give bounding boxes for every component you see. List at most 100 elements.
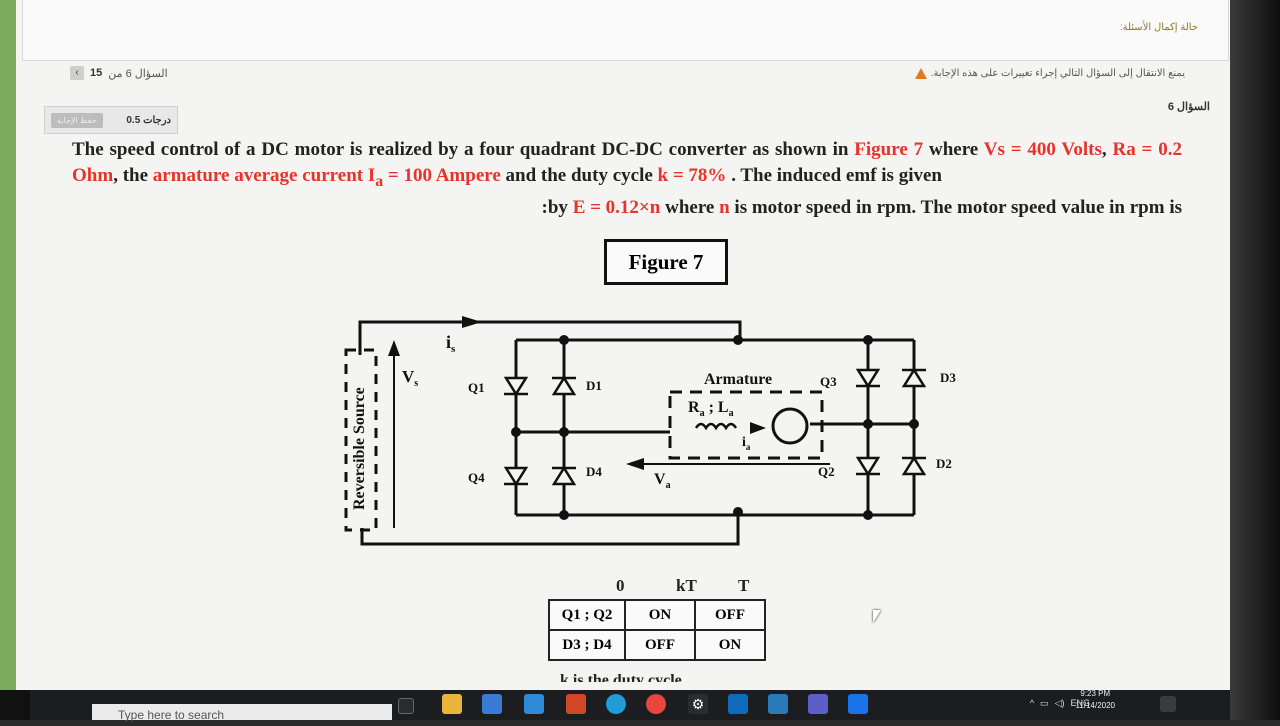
q3-switch-icon <box>855 368 881 389</box>
reversible-source-label: Reversible Source <box>351 387 368 510</box>
state-cell: ON <box>694 629 766 661</box>
file-explorer-icon[interactable] <box>442 694 462 714</box>
outlook-icon[interactable] <box>728 694 748 714</box>
monitor-bezel-right <box>1230 0 1280 720</box>
q-ia-sub: a <box>375 172 384 190</box>
q-text-9: is motor speed in rpm. The motor speed v… <box>729 196 1182 218</box>
mouse-cursor-icon <box>873 610 881 623</box>
q-text-8: where <box>660 196 720 218</box>
teams-icon[interactable] <box>808 694 828 714</box>
network-icon[interactable]: ▭ <box>1040 698 1049 708</box>
warning-text: يمنع الانتقال إلى السؤال التالي إجراء تغ… <box>930 68 1185 79</box>
notification-icon[interactable] <box>1160 696 1176 712</box>
q-text-1: The speed control of a DC motor is reali… <box>72 139 855 160</box>
state-cell: OFF <box>694 599 766 631</box>
circuit-diagram: is Vs Reversible Source Q1 D1 Q4 D4 Q3 D… <box>344 316 956 546</box>
q4-switch-icon <box>503 466 529 487</box>
switching-state-table: Q1 ; Q2 ON OFF D3 ; D4 OFF ON <box>548 599 766 661</box>
left-frame <box>0 0 16 690</box>
row-label: Q1 ; Q2 <box>548 599 626 631</box>
source-box <box>344 348 378 532</box>
d4-diode-icon <box>551 465 577 486</box>
taskbar-search-input[interactable]: Type here to search <box>92 704 392 722</box>
q-ra: Ra = 0.2 Ohm <box>72 139 1182 186</box>
q-text-3: , <box>1101 139 1113 160</box>
ia-label: ia <box>742 435 751 452</box>
mail-icon[interactable] <box>524 694 544 714</box>
figure-title: Figure 7 <box>604 239 728 285</box>
photos-icon[interactable] <box>768 694 788 714</box>
armature-box <box>668 390 824 460</box>
timing-mark-kt: kT <box>676 576 697 595</box>
navigation-warning: يمنع الانتقال إلى السؤال التالي إجراء تغ… <box>914 68 1185 79</box>
powerpoint-icon[interactable] <box>566 694 586 714</box>
wire-bottom <box>360 510 740 546</box>
store-icon[interactable] <box>482 694 502 714</box>
d1-diode-icon <box>551 375 577 396</box>
prev-question-icon[interactable]: ‹ <box>70 66 84 80</box>
d1-label: D1 <box>586 378 602 393</box>
state-cell: OFF <box>624 629 696 661</box>
browser-viewport: حالة إكمال الأسئلة: ‹ 15 السؤال 6 من يمن… <box>0 0 1280 690</box>
grade-box: حفظ الإجابة 0.5 درجات <box>44 106 178 134</box>
d4-label: D4 <box>586 464 602 479</box>
q-text-6: . The induced emf is given <box>726 165 942 186</box>
q-text-5: and the duty cycle <box>500 165 658 186</box>
settings-gear-icon[interactable]: ⚙ <box>688 694 708 714</box>
windows-taskbar: Type here to search ⚙ ^ ▭ ◁) ENG 9:23 PM… <box>30 688 1230 722</box>
va-arrow-icon <box>626 458 644 470</box>
q-ia-val: = 100 Ampere <box>383 165 501 186</box>
task-view-icon[interactable] <box>398 698 414 714</box>
q-emf: E = 0.12×n <box>572 196 661 218</box>
q-ia-text: armature average current I <box>152 165 376 186</box>
armature-label: Armature <box>704 371 772 388</box>
question-total: 15 <box>90 67 103 79</box>
q1-label: Q1 <box>468 380 485 395</box>
q2-switch-icon <box>855 456 881 477</box>
q3-label: Q3 <box>820 374 837 389</box>
timing-mark-0: 0 <box>616 576 625 595</box>
vs-arrow-icon <box>388 340 400 356</box>
vs-label: Vs <box>402 367 418 389</box>
question-nav-label: السؤال 6 من <box>108 67 168 80</box>
duty-cycle-note: k is the duty cycle <box>560 672 682 682</box>
wire-top <box>358 320 742 355</box>
state-cell: ON <box>624 599 696 631</box>
warning-icon <box>914 68 927 79</box>
save-answer-button[interactable]: حفظ الإجابة <box>51 112 103 128</box>
q-fig-ref: Figure 7 <box>854 139 924 160</box>
inductor-icon <box>694 422 738 431</box>
row-label: D3 ; D4 <box>548 629 626 661</box>
q1-switch-icon <box>503 376 529 397</box>
system-tray: ^ ▭ ◁) ENG <box>1030 698 1090 709</box>
taskbar-clock[interactable]: 9:23 PM 11/14/2020 <box>1076 688 1115 712</box>
d2-diode-icon <box>901 455 927 476</box>
q-n: n <box>719 196 730 218</box>
d3-diode-icon <box>901 367 927 388</box>
motor-icon <box>771 407 809 445</box>
q-line-3: :by E = 0.12×n where n is motor speed in… <box>72 195 1182 221</box>
q4-label: Q4 <box>468 470 485 485</box>
question-label: السؤال 6 <box>1167 101 1210 113</box>
completion-status-link[interactable]: حالة إكمال الأسئلة: <box>1119 22 1198 33</box>
volume-icon[interactable]: ◁) <box>1054 698 1065 708</box>
chevron-up-icon[interactable]: ^ <box>1029 698 1035 708</box>
q-vs: Vs = 400 Volts <box>983 139 1102 160</box>
chrome-icon[interactable] <box>646 694 666 714</box>
is-arrow-icon <box>462 316 482 328</box>
clock-date: 11/14/2020 <box>1075 701 1115 710</box>
edge-icon[interactable] <box>606 694 626 714</box>
language-indicator[interactable]: ENG <box>1070 698 1090 708</box>
question-navigator: ‹ 15 السؤال 6 من <box>70 66 168 80</box>
q-ia: armature average current Ia = 100 Ampere <box>152 165 501 190</box>
table-row: D3 ; D4 OFF ON <box>548 629 766 661</box>
camera-icon[interactable] <box>848 694 868 714</box>
question-text: The speed control of a DC motor is reali… <box>72 137 1182 221</box>
q-k: k = 78% <box>657 165 727 186</box>
q-text-7: :by <box>541 196 573 218</box>
is-label: is <box>446 332 456 355</box>
grade-value: 0.5 درجات <box>126 114 171 126</box>
timing-mark-t: T <box>738 576 750 595</box>
q-text-4: , the <box>113 165 153 186</box>
q2-label: Q2 <box>818 464 835 479</box>
